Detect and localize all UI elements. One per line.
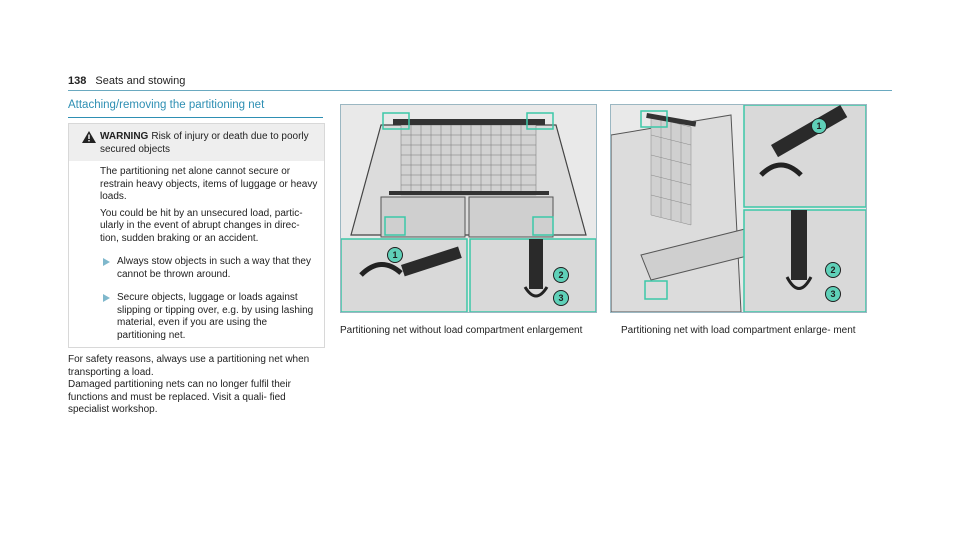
header-divider <box>68 90 892 91</box>
body-paragraph: Damaged partitioning nets can no longer … <box>68 379 291 415</box>
figure-caption: Partitioning net without load compartmen… <box>340 325 583 336</box>
body-text: For safety reasons, always use a partiti… <box>68 354 328 417</box>
callout-3: 3 <box>825 286 841 302</box>
warning-body: The partitioning net alone cannot secure… <box>100 166 320 249</box>
page-number: 138 <box>68 75 87 87</box>
header-section-title: Seats and stowing <box>95 75 186 87</box>
page-header: 138 Seats and stowing <box>68 75 185 87</box>
callout-1: 1 <box>811 118 827 134</box>
bullet-arrow-icon <box>103 258 110 266</box>
figure-net-with-enlargement <box>610 104 867 313</box>
warning-triangle-icon <box>82 131 96 143</box>
callout-3: 3 <box>553 290 569 306</box>
bullet-arrow-icon <box>103 294 110 302</box>
callout-2: 2 <box>553 267 569 283</box>
figure-caption: Partitioning net with load compartment e… <box>621 325 856 336</box>
body-paragraph: For safety reasons, always use a partiti… <box>68 354 310 378</box>
section-divider <box>68 117 323 118</box>
callout-1: 1 <box>387 247 403 263</box>
warning-label: WARNING <box>100 131 149 142</box>
warning-bullet: Always stow objects in such a way that t… <box>100 256 315 281</box>
warning-bullet: Secure objects, luggage or loads against… <box>100 292 315 342</box>
section-title: Attaching/removing the partitioning net <box>68 99 265 111</box>
warning-paragraph: The partitioning net alone cannot secure… <box>100 166 318 202</box>
warning-paragraph: You could be hit by an unsecured load, p… <box>100 207 303 244</box>
callout-2: 2 <box>825 262 841 278</box>
warning-headline: Risk of injury or death due to poorly se… <box>100 131 309 155</box>
